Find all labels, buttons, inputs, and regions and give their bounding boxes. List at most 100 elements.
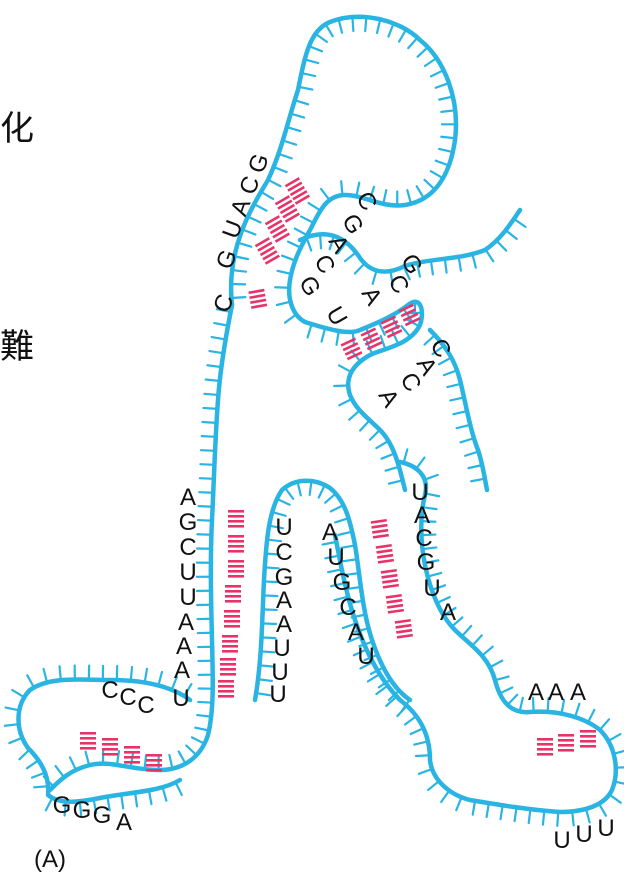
backbone-tick <box>417 186 424 198</box>
backbone-tick <box>46 798 53 810</box>
base-pair-mark <box>225 585 241 588</box>
backbone-tick <box>439 149 453 152</box>
base-letter: A <box>276 611 292 638</box>
backbone-tick <box>557 812 558 826</box>
base-pair-mark <box>225 600 241 603</box>
base-letter: C <box>339 594 356 621</box>
base-pair-mark <box>228 515 244 518</box>
backbone-tick <box>373 270 377 283</box>
backbone-tick <box>321 189 329 200</box>
base-letter: C <box>415 525 432 552</box>
base-letter: U <box>327 544 344 571</box>
pair-left-stem-7 <box>220 658 236 676</box>
backbone-tick <box>349 410 359 419</box>
base-letter: A <box>178 609 194 636</box>
backbone-tick <box>365 17 366 31</box>
backbone-tick <box>282 256 295 261</box>
pair-left-stem-3 <box>228 560 244 578</box>
base-pair-mark <box>218 690 234 693</box>
backbone-tick <box>529 809 531 823</box>
base-pair-mark <box>80 742 96 745</box>
backbone-tick <box>199 506 213 507</box>
base-letter: U <box>179 559 196 586</box>
backbone-tick <box>608 734 620 741</box>
backbone-tick <box>388 23 393 36</box>
base-pair-mark <box>124 746 140 749</box>
base-pair-mark <box>249 294 265 299</box>
backbone-tick <box>203 408 217 409</box>
base-letter: G <box>53 792 72 819</box>
backbone-tick <box>261 192 273 199</box>
backbone-tick <box>263 609 277 610</box>
backbone-tick <box>520 698 523 712</box>
base-pair-mark <box>537 748 553 751</box>
backbone-tick <box>486 250 494 262</box>
base-letter: C <box>119 684 136 711</box>
base-letter: G <box>333 569 352 596</box>
pair-mid-stem-3 <box>381 569 399 589</box>
base-letter: U <box>269 681 286 708</box>
base-pair-mark <box>228 550 244 553</box>
base-pair-mark <box>218 685 234 688</box>
pair-top-2 <box>275 195 300 223</box>
base-pair-mark <box>220 673 236 676</box>
backbone-tick <box>145 755 146 769</box>
backbone-tick <box>287 127 300 131</box>
base-letter: U <box>172 685 189 712</box>
base-pair-mark <box>102 748 118 751</box>
base-pair-mark <box>381 574 397 579</box>
backbone-tick <box>195 728 209 731</box>
base-letter: U <box>597 815 614 842</box>
backbone-tick <box>356 183 359 197</box>
backbone-tick <box>469 465 483 468</box>
backbone-tick <box>308 324 312 337</box>
backbone-tick <box>135 793 137 807</box>
backbone-tick <box>404 449 408 462</box>
base-pair-mark <box>383 584 399 589</box>
base-pair-mark <box>146 769 162 772</box>
backbone-tick <box>360 420 369 430</box>
backbone-tick <box>283 141 296 145</box>
base-pair-mark <box>228 525 244 528</box>
pair-bottom-1 <box>80 732 96 750</box>
base-pair-mark <box>222 635 238 638</box>
base-pair-mark <box>395 619 411 624</box>
backbone-tick <box>131 667 132 681</box>
base-pair-mark <box>102 753 118 756</box>
backbone-tick <box>407 190 411 203</box>
pair-top-1 <box>285 177 310 205</box>
base-pair-mark <box>124 761 140 764</box>
pair-left-stem-2 <box>228 535 244 553</box>
backbone-tick <box>336 331 338 345</box>
backbone-tick <box>149 790 152 804</box>
pair-left-stem-6 <box>222 635 238 653</box>
base-pair-mark <box>387 604 403 609</box>
backbone-tick <box>441 110 455 112</box>
backbone-tick <box>199 492 213 493</box>
backbone-tick <box>599 804 606 816</box>
backbone-tick <box>295 100 308 104</box>
backbone-tick <box>44 669 47 683</box>
backbone-tick <box>616 767 624 768</box>
base-letter: U <box>273 635 290 662</box>
panel-label: (A) <box>34 846 66 874</box>
pair-top-5 <box>248 289 267 309</box>
backbone-tick <box>268 180 280 186</box>
backbone-tick <box>436 83 449 88</box>
base-pair-mark <box>228 560 244 563</box>
backbone-tick <box>447 384 461 387</box>
backbone-tick <box>285 314 296 322</box>
backbone-tick <box>301 73 315 76</box>
backbone-tick <box>461 438 474 442</box>
backbone-tick <box>383 190 386 204</box>
pair-bottom-2 <box>102 738 118 756</box>
pair-mid-stem-1 <box>371 519 389 539</box>
backbone-tick <box>262 623 276 624</box>
backbone-tick <box>306 237 311 250</box>
base-letter: A <box>548 679 564 706</box>
backbone-tick <box>441 137 455 139</box>
base-pair-mark <box>558 739 574 742</box>
base-pair-mark <box>220 668 236 671</box>
backbone-tick <box>158 672 162 686</box>
